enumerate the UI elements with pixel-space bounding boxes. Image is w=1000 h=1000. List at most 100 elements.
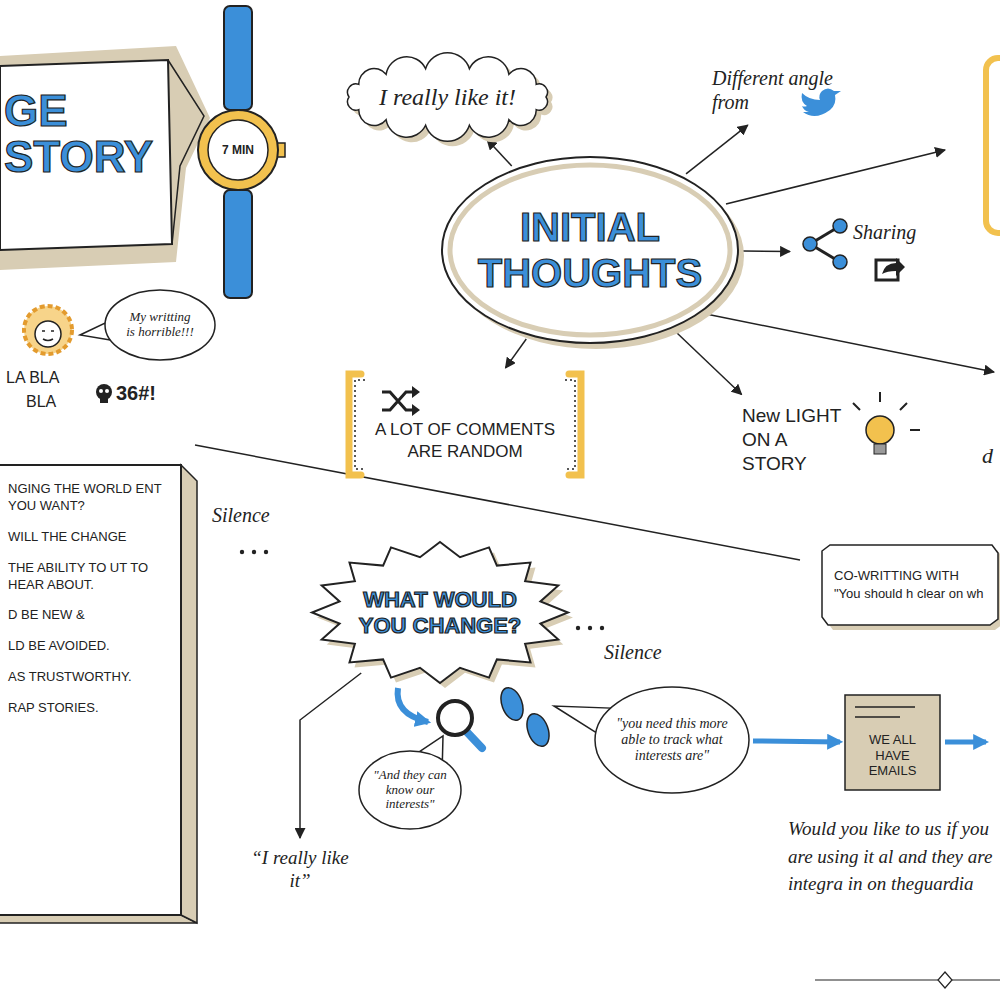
share-icon <box>803 237 817 251</box>
central-oval: INITIAL THOUGHTS <box>440 155 740 345</box>
footprints <box>497 685 527 724</box>
shuffle-icon <box>382 386 420 416</box>
node-text: NGING THE WORLD ENT YOU WANT? <box>8 481 171 515</box>
leader-arrow <box>706 314 994 372</box>
brackets-outline <box>355 380 365 469</box>
wristwatch <box>198 6 285 298</box>
title-banner <box>0 60 172 250</box>
wristwatch <box>224 6 252 110</box>
note-label: Silence <box>212 503 270 527</box>
idea-node: New LIGHT ON A STORY <box>740 398 850 493</box>
note-label: Silence <box>604 640 662 664</box>
note-label: d <box>982 443 993 469</box>
node-text: A LOT OF COMMENTS ARE RANDOM <box>365 419 565 462</box>
thought-cloud: I really like it! <box>345 66 550 128</box>
cropped-box <box>986 58 1000 233</box>
writer-face <box>24 306 72 354</box>
title-banner <box>0 46 210 270</box>
footprints <box>523 711 553 750</box>
brackets-outline <box>569 374 581 475</box>
note-label: 36#! <box>116 381 156 405</box>
note-outline <box>822 545 998 625</box>
share-icon <box>833 219 847 233</box>
node-text: AS TRUSTWORTHY. <box>8 669 171 686</box>
bottom-rule <box>815 972 1000 988</box>
node-text: 7 MIN <box>222 143 254 157</box>
shuffle-icon <box>382 392 412 410</box>
note-node: Different angle from <box>712 66 862 122</box>
quote-node: “I really like it” <box>240 843 360 897</box>
node-text: Sharing <box>853 220 935 244</box>
node-text: D BE NEW & <box>8 607 171 624</box>
shuffle-icon <box>412 386 420 416</box>
quote-box: CO-WRITTING WITH "You should h clear on w… <box>822 545 998 625</box>
node-text: Different angle from <box>712 66 862 114</box>
blue-arrow <box>398 688 428 722</box>
connector-arrow <box>686 125 748 174</box>
connector-arrow <box>675 331 741 394</box>
title-banner <box>0 46 210 270</box>
node-text: RAP STORIES. <box>8 700 171 717</box>
skull-symbol <box>96 384 112 403</box>
node-text: CO-WRITTING WITH <box>834 568 986 584</box>
blue-arrow <box>945 740 986 745</box>
bottom-rule <box>938 972 952 988</box>
email-card: WE ALL HAVE EMAILS <box>845 695 940 790</box>
node-text: My writting is horrible!!! <box>124 310 196 340</box>
note-label: BLA <box>26 392 56 411</box>
node-text: "And they can know our interests" <box>370 768 450 813</box>
share-icon <box>803 219 847 269</box>
wristwatch <box>198 110 278 190</box>
oval-outline <box>442 157 738 343</box>
share-icon <box>833 255 847 269</box>
silence-dots <box>600 626 604 630</box>
light-bulb <box>874 444 886 454</box>
node-text: “I really like it” <box>244 847 356 893</box>
skull-symbol <box>99 389 103 393</box>
connector-arrow <box>753 738 840 744</box>
bubble-outline <box>359 751 461 829</box>
panel-outline <box>181 465 197 923</box>
star-outline <box>312 542 568 683</box>
watch-face: 7 MIN <box>206 118 270 182</box>
node-text: I really like it! <box>379 83 516 112</box>
email-outline <box>845 695 940 790</box>
speech-bubble: My writting is horrible!!! <box>104 289 216 361</box>
wristwatch <box>224 190 252 298</box>
node-text: LD BE AVOIDED. <box>8 638 171 655</box>
writer-face <box>42 331 54 341</box>
light-bulb <box>853 392 920 454</box>
silence-dots <box>240 550 244 554</box>
writer-face <box>24 306 72 354</box>
bottom-rule <box>815 979 1000 980</box>
magnifier <box>438 701 482 748</box>
leader-arrow <box>706 150 994 372</box>
question-burst: WHAT WOULD YOU CHANGE? <box>310 540 570 685</box>
footprints <box>497 685 553 750</box>
diagram-title: GE STORY <box>4 88 166 180</box>
divider-line <box>195 445 800 560</box>
silence-dots <box>264 550 268 554</box>
node-text: INITIAL THOUGHTS <box>460 204 720 296</box>
node-text: WE ALL HAVE EMAILS <box>853 732 932 779</box>
oval-outline <box>440 155 740 345</box>
bubble-outline <box>595 687 749 793</box>
brackets-outline <box>565 380 575 469</box>
speech-bubble: "And they can know our interests" <box>358 750 462 830</box>
writer-face <box>35 321 61 347</box>
note-outline <box>822 545 998 625</box>
node-text: "You should h clear on wh <box>834 586 986 602</box>
silence-dots <box>252 550 256 554</box>
twitter-bird <box>802 89 841 117</box>
magnifier <box>465 730 482 748</box>
cropped-box <box>986 58 1000 233</box>
speech-bubble: "you need this more able to track what i… <box>594 686 750 794</box>
note-label: Would you like to us if you are using it… <box>788 815 996 898</box>
node-text: THE ABILITY TO UT TO HEAR ABOUT. <box>8 560 171 594</box>
bracket-box: A LOT OF COMMENTS ARE RANDOM <box>345 372 585 477</box>
panel-outline <box>0 915 197 923</box>
panel-outline <box>0 465 181 915</box>
notes-panel: NGING THE WORLD ENT YOU WANT?WILL THE CH… <box>0 465 195 915</box>
